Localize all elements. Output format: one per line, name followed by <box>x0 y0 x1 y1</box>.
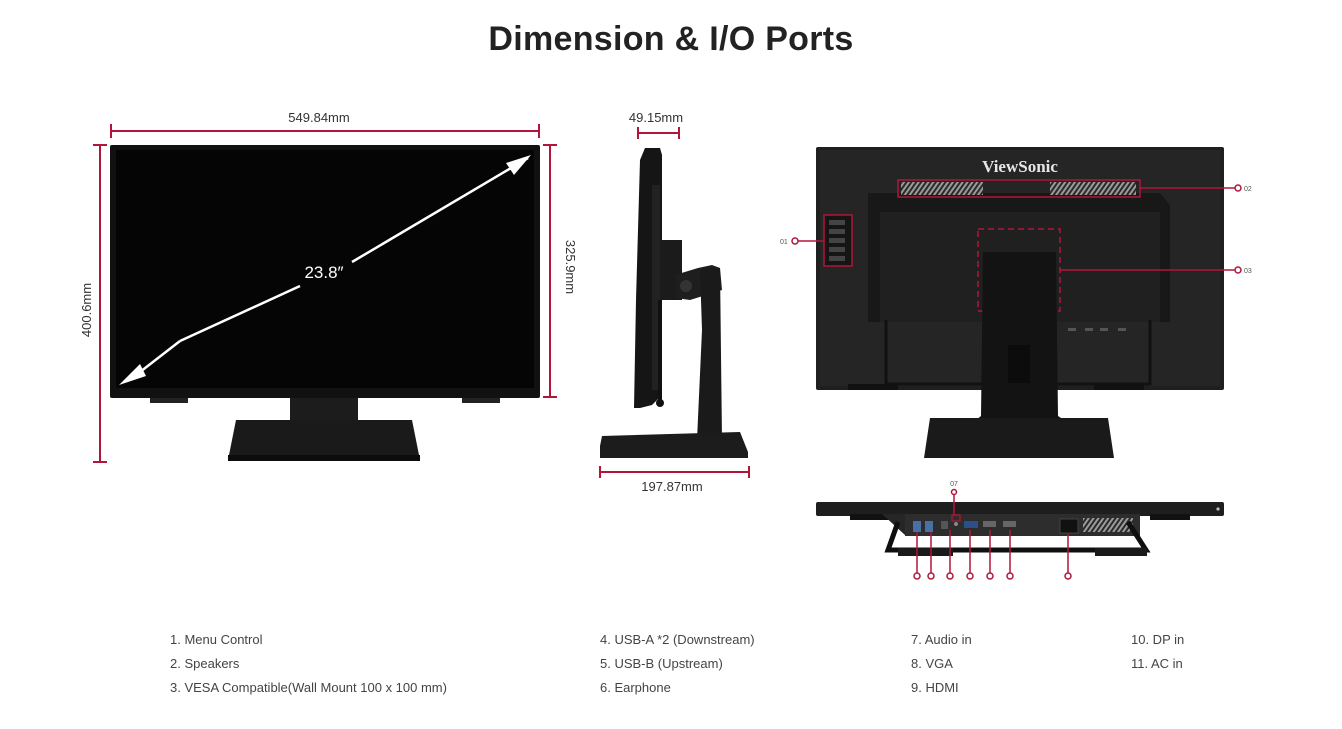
base-depth-label: 197.87mm <box>641 479 702 494</box>
panel-height-label: 325.9mm <box>563 240 578 294</box>
speaker-grill-right <box>1050 182 1136 195</box>
total-height-dimension-line <box>93 144 107 463</box>
legend-item: 7. Audio in <box>911 632 972 647</box>
side-stand-base <box>600 432 748 458</box>
legend-item: 3. VESA Compatible(Wall Mount 100 x 100 … <box>170 680 447 695</box>
side-stand-column <box>697 268 722 440</box>
speaker-grill-left <box>901 182 983 195</box>
callout-07-label: 07 <box>950 481 958 488</box>
menu-buttons <box>829 220 845 261</box>
panel-depth-dimension-line <box>637 127 680 139</box>
diagonal-line <box>179 284 301 343</box>
side-view: 49.15mm 197.87mm <box>599 110 750 494</box>
back-stand-column <box>976 252 1064 420</box>
bottom-monitor-edge <box>816 502 1224 516</box>
front-monitor-screen <box>116 150 534 388</box>
panel-height-dimension-line <box>543 144 557 398</box>
legend-item: 6. Earphone <box>600 680 671 695</box>
legend-item: 2. Speakers <box>170 656 240 671</box>
legend-column-3: 7. Audio in 8. VGA 9. HDMI <box>911 628 972 700</box>
callout-01-label: 01 <box>780 239 788 246</box>
port-callout-markers <box>913 530 1072 580</box>
legend-item: 10. DP in <box>1131 632 1185 647</box>
legend-item: 5. USB-B (Upstream) <box>600 656 723 671</box>
width-label: 549.84mm <box>288 110 349 125</box>
legend-item: 1. Menu Control <box>170 632 263 647</box>
diagonal-size-label: 23.8″ <box>304 263 343 282</box>
page-title: Dimension & I/O Ports <box>488 20 854 58</box>
width-dimension-line <box>110 124 540 138</box>
front-stand-base <box>228 420 420 460</box>
legend-item: 9. HDMI <box>911 680 959 695</box>
callout-02-marker <box>1234 184 1242 192</box>
legend-column-1: 1. Menu Control 2. Speakers 3. VESA Comp… <box>170 628 447 700</box>
legend-item: 11. AC in <box>1131 656 1183 671</box>
io-ports <box>913 514 1133 534</box>
legend-item: 8. VGA <box>911 656 953 671</box>
diagonal-arrow-top <box>506 155 531 175</box>
diagonal-arrow-bottom <box>119 364 146 385</box>
io-port-bay <box>905 514 1140 536</box>
legend-item: 4. USB-A *2 (Downstream) <box>600 632 755 647</box>
callout-02-label: 02 <box>1244 186 1252 193</box>
bottom-view: 07 <box>816 481 1224 580</box>
brand-logo: ViewSonic <box>982 157 1058 176</box>
callout-03-marker <box>1234 266 1242 274</box>
callout-07-marker <box>950 488 958 496</box>
front-view: 549.84mm 400.6mm 325.9mm 23.8″ <box>79 110 578 463</box>
back-stand-base <box>924 418 1114 458</box>
total-height-label: 400.6mm <box>79 283 94 337</box>
base-depth-dimension-line <box>599 466 750 478</box>
legend-column-2: 4. USB-A *2 (Downstream) 5. USB-B (Upstr… <box>600 628 755 700</box>
back-view: ViewSonic 01 0 <box>780 147 1252 458</box>
panel-depth-label: 49.15mm <box>629 110 683 125</box>
callout-03-label: 03 <box>1244 268 1252 275</box>
callout-01-marker <box>791 237 799 245</box>
legend-column-4: 10. DP in 11. AC in <box>1131 628 1184 676</box>
